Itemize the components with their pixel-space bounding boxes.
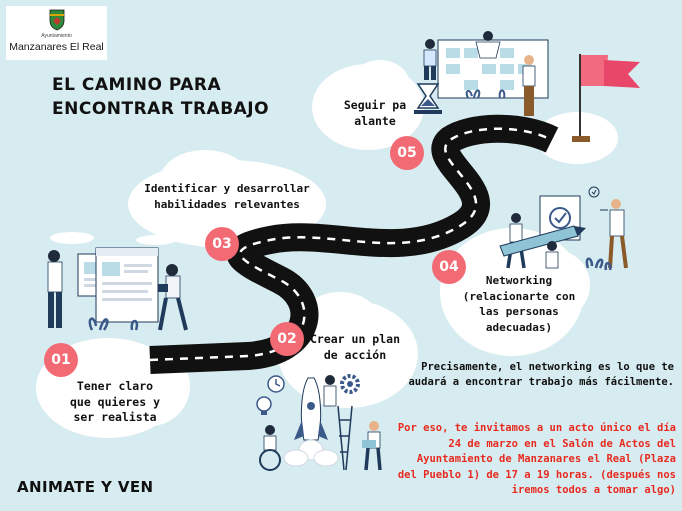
title-line-1: EL CAMINO PARA bbox=[52, 75, 222, 95]
event-invitation: Por eso, te invitamos a un acto único el… bbox=[390, 421, 676, 499]
step-05-line-2: alante bbox=[354, 114, 396, 128]
step-01-line-1: Tener claro bbox=[76, 379, 154, 393]
step-02-line-2: de acción bbox=[323, 347, 387, 362]
lightbulb-icon bbox=[256, 396, 272, 415]
cloud-step-03-puff bbox=[160, 150, 250, 210]
small-clouds bbox=[50, 232, 176, 245]
gear-icon bbox=[340, 374, 360, 394]
networking-illustration bbox=[506, 186, 628, 269]
team-illustration bbox=[259, 375, 382, 471]
logo-name: Manzanares El Real bbox=[9, 41, 104, 53]
call-to-action: ANIMATE Y VEN bbox=[17, 478, 154, 496]
step-04-line-1: Networking bbox=[485, 274, 553, 287]
networking-note: Precisamente, el networking es lo que te… bbox=[404, 360, 674, 390]
pencil-icon bbox=[499, 225, 586, 269]
road-center-line bbox=[149, 127, 553, 362]
invitation-line-5: iremos todos a tomar algo) bbox=[511, 484, 676, 496]
screens-illustration bbox=[47, 247, 188, 331]
plant-icon-left bbox=[88, 317, 139, 331]
step-label-05: Seguir pa alante bbox=[336, 97, 414, 129]
step-03-line-1: Identificar y desarrollar bbox=[144, 182, 310, 195]
municipality-logo: Ayuntamiento Manzanares El Real bbox=[6, 6, 107, 60]
cloud-step-05-puff bbox=[350, 60, 410, 110]
hourglass-icon bbox=[414, 83, 442, 114]
step-04-line-2: (relacionarte con bbox=[462, 289, 576, 303]
step-04-line-4: adecuadas) bbox=[485, 320, 553, 334]
step-label-01: Tener claro que quieres y ser realista bbox=[60, 379, 170, 426]
step-02-line-1: Crear un plan bbox=[309, 332, 400, 346]
step-label-04: Networking (relacionarte con las persona… bbox=[456, 273, 582, 335]
plant-icon-right bbox=[585, 257, 612, 271]
step-01-line-3: ser realista bbox=[73, 410, 157, 424]
step-badge-02: 02 bbox=[270, 322, 304, 356]
step-label-02: Crear un plan de acción bbox=[306, 332, 404, 363]
goal-flag-icon bbox=[572, 54, 640, 142]
step-badge-04: 04 bbox=[432, 250, 466, 284]
networking-note-line-2: audará a encontrar trabajo más fácilment… bbox=[408, 376, 674, 388]
plant-icon-top bbox=[465, 89, 506, 99]
rocket-icon bbox=[283, 377, 339, 467]
step-03-line-2: habilidades relevantes bbox=[154, 197, 300, 211]
planning-board-illustration bbox=[423, 31, 549, 116]
step-label-03: Identificar y desarrollar habilidades re… bbox=[132, 181, 322, 212]
page-title: EL CAMINO PARA ENCONTRAR TRABAJO bbox=[52, 73, 282, 121]
step-badge-01: 01 bbox=[44, 343, 78, 377]
networking-note-line-1: Precisamente, el networking es lo que te bbox=[421, 361, 674, 373]
invitation-line-4: del Pueblo 1) de 17 a 19 horas. (después… bbox=[397, 468, 676, 481]
invitation-line-1: Por eso, te invitamos a un acto único el… bbox=[397, 422, 676, 434]
logo-small-text: Ayuntamiento bbox=[41, 33, 72, 39]
step-04-line-3: las personas bbox=[479, 305, 559, 318]
step-badge-03: 03 bbox=[205, 227, 239, 261]
step-05-line-1: Seguir pa bbox=[343, 98, 407, 112]
step-01-line-2: que quieres y bbox=[69, 394, 160, 409]
invitation-line-3: Ayuntamiento de Manzanares el Real (Plaz… bbox=[416, 453, 676, 465]
municipal-shield-icon bbox=[49, 9, 65, 31]
step-badge-05: 05 bbox=[390, 136, 424, 170]
title-line-2: ENCONTRAR TRABAJO bbox=[52, 99, 270, 119]
clock-icon bbox=[267, 375, 285, 393]
invitation-line-2: 24 de marzo en el Salón de Actos del bbox=[448, 437, 676, 450]
